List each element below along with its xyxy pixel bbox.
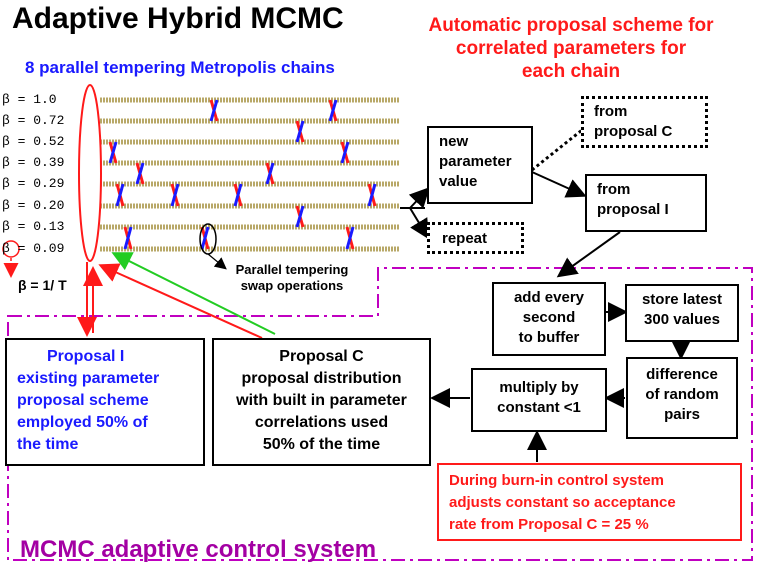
beta-label: β = 0.39 [2, 155, 65, 170]
auto-line: correlated parameters for [455, 38, 687, 59]
chains-group [100, 97, 400, 252]
auto-scheme-heading: Automatic proposal scheme for correlated… [395, 14, 747, 83]
swaps-group [108, 99, 377, 250]
beta-label: β = 0.13 [2, 219, 65, 234]
box-line: to buffer [518, 329, 580, 346]
swap-mark [200, 226, 210, 250]
auto-line: Automatic proposal scheme for [428, 15, 714, 36]
beta-note: β = 1/ T [18, 277, 67, 293]
box-line: value [439, 173, 478, 190]
beta-label: β = 0.20 [2, 198, 65, 213]
box-line: multiply by [499, 379, 579, 396]
page-title: Adaptive Hybrid MCMC [12, 2, 344, 35]
box-line: the time [17, 436, 79, 453]
pt-line: swap operations [240, 278, 344, 293]
box-line: Proposal C [279, 348, 364, 365]
box-line: new [439, 133, 469, 150]
box-line: store latest [641, 291, 723, 308]
swap-mark [328, 99, 338, 122]
box-line: with built in parameter [236, 392, 407, 409]
box-line: correlations used [254, 414, 389, 431]
box-line: proposal C [594, 123, 673, 140]
subtitle: 8 parallel tempering Metropolis chains [25, 58, 335, 77]
repeat-box: repeat [427, 222, 524, 254]
swap-mark [170, 183, 180, 207]
beta-label: β = 0.52 [2, 134, 65, 149]
swap-mark [340, 141, 350, 164]
swap-mark [265, 162, 275, 185]
add-every-box: add every second to buffer [492, 282, 606, 356]
from-proposal-c-box: from proposal C [581, 96, 708, 148]
swap-mark [367, 183, 377, 207]
box-line: During burn-in control system [449, 472, 665, 489]
beta-label: β = 1.0 [2, 92, 57, 107]
box-line: adjusts constant so acceptance [449, 494, 676, 511]
beta-label: β = 0.09 [2, 241, 65, 256]
swap-mark [233, 183, 243, 207]
chain-start-oval [78, 84, 102, 262]
auto-line: each chain [521, 61, 621, 82]
box-line: second [522, 309, 576, 326]
box-line: add every [513, 289, 585, 306]
swap-mark [295, 205, 305, 228]
beta-label: β = 0.29 [2, 176, 65, 191]
box-line: from [597, 181, 631, 198]
swap-mark [108, 141, 118, 164]
new-parameter-box: new parameter value [427, 126, 533, 204]
box-line: from [594, 103, 628, 120]
box-line: of random [645, 386, 719, 403]
swap-mark [209, 99, 219, 122]
box-line: proposal distribution [241, 370, 402, 387]
difference-box: difference of random pairs [626, 357, 738, 439]
box-line: constant <1 [497, 399, 581, 416]
box-line: difference [646, 366, 718, 383]
box-line: parameter [439, 153, 512, 170]
box-line: pairs [664, 406, 700, 423]
control-system-border [7, 267, 753, 561]
proposal-i-box: Proposal I existing parameter proposal s… [5, 338, 205, 466]
swap-mark [115, 183, 125, 207]
proposal-c-box: Proposal C proposal distribution with bu… [212, 338, 431, 466]
burnin-box: During burn-in control system adjusts co… [437, 463, 742, 541]
box-line: 300 values [644, 311, 720, 328]
box-line: proposal scheme [17, 392, 149, 409]
beta-circle [2, 240, 20, 258]
box-line: Proposal I [47, 348, 125, 365]
mcmc-control-label: MCMC adaptive control system [20, 536, 377, 563]
swap-mark [135, 162, 145, 185]
swap-mark [295, 120, 305, 143]
pt-line: Parallel tempering [235, 262, 349, 277]
swap-mark [123, 226, 133, 250]
box-line: proposal I [597, 201, 669, 218]
store-latest-box: store latest 300 values [625, 284, 739, 342]
multiply-box: multiply by constant <1 [471, 368, 607, 432]
from-proposal-i-box: from proposal I [585, 174, 707, 232]
box-line: employed 50% of [17, 414, 148, 431]
pt-swap-label: Parallel tempering swap operations [222, 262, 362, 294]
swap-mark [345, 226, 355, 250]
box-line: rate from Proposal C = 25 % [449, 516, 649, 533]
box-line: 50% of the time [262, 436, 381, 453]
beta-label: β = 0.72 [2, 113, 65, 128]
box-line: existing parameter [17, 370, 160, 387]
